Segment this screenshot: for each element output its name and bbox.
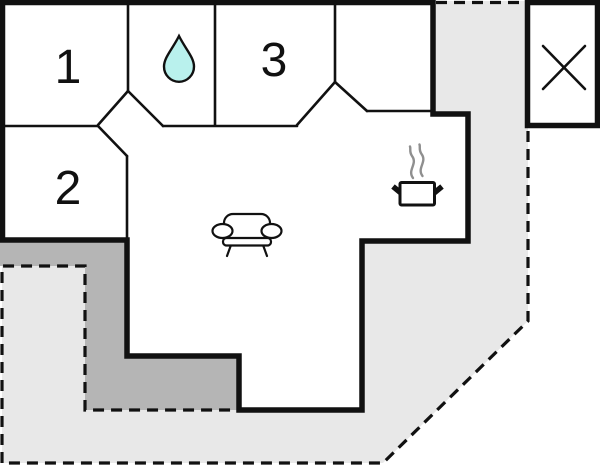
door-diagonal-room3-left xyxy=(295,80,337,127)
annex-box xyxy=(524,0,600,129)
interior-walls xyxy=(1,1,433,241)
water-drop-icon xyxy=(162,33,196,84)
plot-boundary-dashed xyxy=(0,131,530,465)
terrace-area xyxy=(0,238,239,410)
room-2-label: 2 xyxy=(55,162,82,215)
sofa-leg-left xyxy=(225,243,233,258)
door-diagonal-hall-left xyxy=(96,89,130,127)
door-diagonals xyxy=(96,80,369,158)
pot-body xyxy=(398,181,436,207)
x-mark-icon xyxy=(541,44,587,91)
sofa-armrest-left xyxy=(211,222,234,240)
room-3-label: 3 xyxy=(261,34,288,87)
steam-line-2 xyxy=(418,143,425,178)
door-diagonal-bath xyxy=(126,89,165,128)
sofa-seat xyxy=(221,236,273,247)
sofa-icon xyxy=(211,212,283,258)
sofa-armrest-right xyxy=(260,222,283,240)
x-mark-line-2 xyxy=(541,44,587,91)
room-1-label: 1 xyxy=(55,41,82,94)
cooking-pot-icon xyxy=(391,143,444,207)
door-diagonal-room2 xyxy=(96,124,129,158)
annex-building xyxy=(524,0,600,129)
sofa-leg-right xyxy=(261,243,269,258)
steam-line-1 xyxy=(408,145,416,180)
door-diagonal-room3-right xyxy=(333,80,369,113)
